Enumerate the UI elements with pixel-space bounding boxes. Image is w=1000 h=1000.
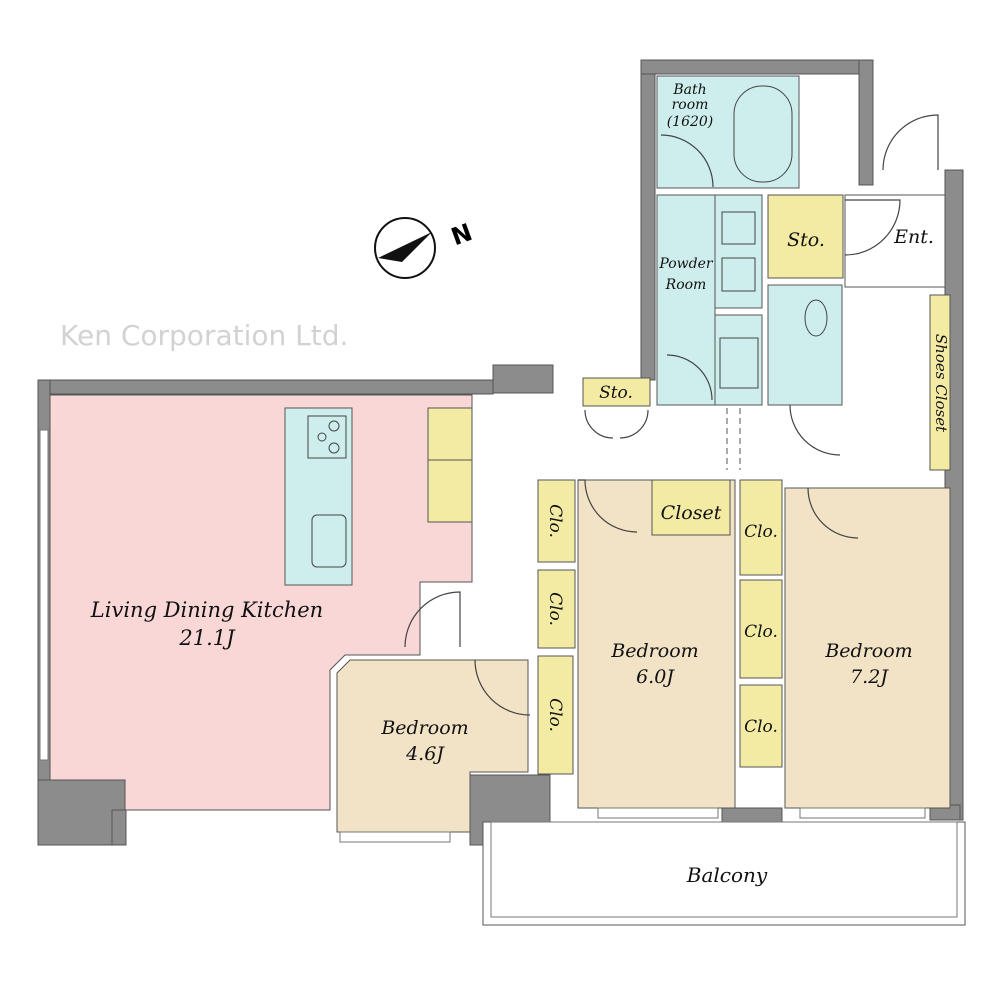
watermark: Ken Corporation Ltd.	[60, 319, 348, 352]
door-swing-icon	[578, 479, 638, 533]
kitchen-cabinet	[427, 459, 473, 523]
powder-room-label: Room	[665, 277, 707, 293]
kitchen-sink-icon	[311, 514, 347, 568]
door-swing-icon	[474, 659, 531, 716]
bath-size: (1620)	[667, 114, 714, 130]
room-powder-room	[656, 194, 716, 406]
door-swing-icon	[404, 591, 461, 648]
balcony	[482, 821, 966, 926]
closet-clo-1	[537, 479, 576, 563]
bedroom-label: Bedroom	[824, 640, 912, 662]
washing-machine-icon	[719, 337, 759, 389]
door-swing-icon	[660, 134, 714, 188]
bedroom-label: Bedroom	[380, 717, 468, 739]
entrance-label: Ent.	[893, 226, 934, 248]
stove-icon	[307, 415, 347, 459]
window	[339, 831, 451, 843]
storage-lower	[582, 377, 651, 407]
shoes-closet	[929, 294, 951, 471]
north-label: N	[448, 218, 476, 251]
storage-upper	[767, 194, 844, 279]
bedroom-size: 4.6J	[405, 743, 445, 765]
door-swing-icon	[666, 354, 713, 401]
window	[799, 807, 926, 819]
door-swing-icon	[584, 409, 649, 439]
bath-label: room	[672, 97, 709, 113]
bathtub-icon	[733, 85, 793, 183]
room-bedroom-7-2	[784, 487, 951, 809]
clo-label: Clo.	[545, 504, 565, 538]
toilet-icon	[804, 299, 828, 337]
ldk-size: 21.1J	[178, 626, 236, 650]
closet-label: Closet	[661, 502, 722, 524]
door-swing-icon	[789, 404, 841, 456]
vanity	[714, 194, 763, 309]
ldk-label: Living Dining Kitchen	[90, 598, 323, 622]
front-door-icon	[882, 114, 939, 171]
clo-label: Clo.	[545, 592, 565, 626]
entrance	[844, 194, 946, 288]
clo-label: Clo.	[545, 698, 565, 732]
balcony-label: Balcony	[686, 863, 768, 887]
bedroom-size: 6.0J	[636, 666, 675, 688]
clo-label: Clo.	[744, 622, 778, 642]
room-bathroom	[656, 75, 800, 189]
balcony-railing	[490, 821, 958, 918]
door-swing-icon	[844, 199, 901, 256]
closet	[651, 479, 731, 536]
closet-clo-6	[739, 684, 783, 768]
room-bedroom-4-6	[336, 659, 529, 833]
closet-clo-5	[739, 579, 783, 679]
powder-room-label: Powder	[658, 256, 714, 272]
storage-label: Sto.	[599, 383, 633, 403]
closet-clo-2	[537, 569, 576, 649]
bath-label: Bath	[672, 82, 706, 98]
shoes-closet-label: Shoes Closet	[932, 334, 950, 433]
washbasin-icon	[721, 257, 756, 292]
door-swing-icon	[807, 487, 859, 539]
room-toilet	[767, 284, 843, 406]
north-arrow-icon	[374, 217, 436, 279]
bedroom-size: 7.2J	[850, 666, 889, 688]
clo-label: Clo.	[744, 717, 778, 737]
closet-clo-3	[537, 655, 574, 775]
closet-clo-4	[739, 479, 783, 576]
washing-machine-space	[714, 314, 763, 406]
washbasin-icon	[721, 211, 756, 245]
bedroom-label: Bedroom	[610, 640, 698, 662]
window	[597, 807, 719, 819]
clo-label: Clo.	[744, 522, 778, 542]
storage-label: Sto.	[787, 229, 825, 251]
kitchen-cabinet	[427, 407, 473, 461]
window	[39, 429, 49, 761]
room-ldk	[49, 394, 473, 811]
